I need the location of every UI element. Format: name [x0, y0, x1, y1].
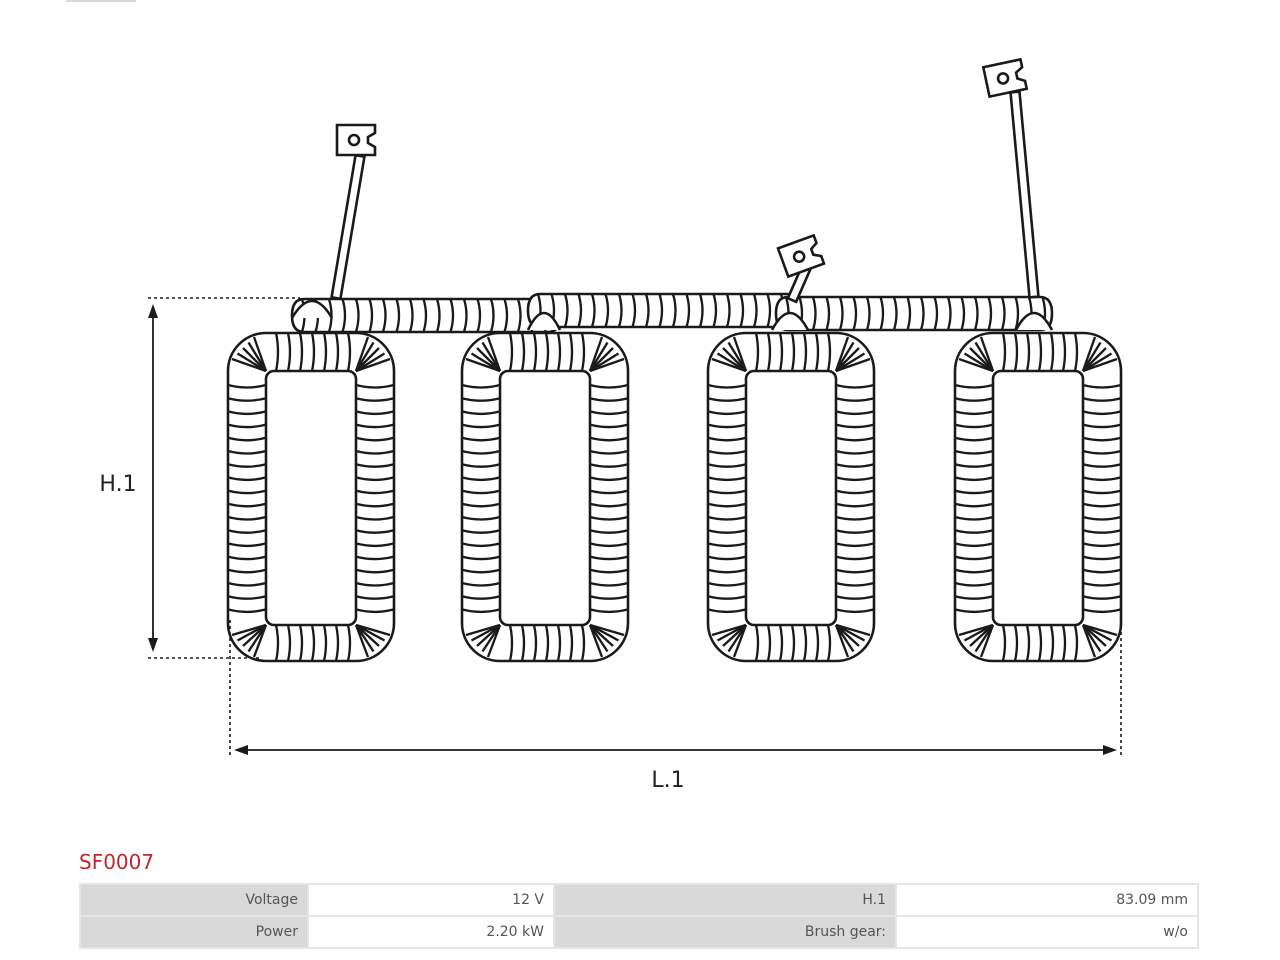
- coil-group: [226, 331, 1123, 663]
- field-coil-diagram: H.1 L.1: [99, 57, 1123, 793]
- terminal-lug-left: [335, 123, 377, 157]
- spec-label: Voltage: [81, 885, 307, 915]
- terminal-lead-right: [1009, 90, 1040, 299]
- dimension-lines: [148, 297, 1122, 755]
- height-arrow-bottom: [148, 638, 158, 652]
- top-divider: [66, 0, 136, 2]
- spec-label: H.1: [555, 885, 895, 915]
- spec-value: w/o: [897, 917, 1197, 947]
- spec-value: 12 V: [309, 885, 553, 915]
- specs-row: Power 2.20 kW Brush gear: w/o: [81, 917, 1197, 947]
- product-code: SF0007: [79, 850, 155, 874]
- field-coil: [953, 331, 1123, 663]
- specs-row: Voltage 12 V H.1 83.09 mm: [81, 885, 1197, 915]
- spec-value: 2.20 kW: [309, 917, 553, 947]
- terminal-lead-left: [330, 153, 366, 301]
- terminal-lug-right: [981, 57, 1029, 99]
- strap-bridge: [770, 311, 810, 331]
- terminal-leads: [330, 57, 1040, 304]
- length-arrow-left: [234, 745, 248, 755]
- spec-label: Brush gear:: [555, 917, 895, 947]
- spec-value: 83.09 mm: [897, 885, 1197, 915]
- length-arrow-right: [1103, 745, 1117, 755]
- length-dimension-label: L.1: [651, 768, 684, 793]
- height-dimension-label: H.1: [99, 472, 136, 497]
- field-coil: [226, 331, 396, 663]
- strap-segment: [290, 297, 562, 334]
- field-coil: [460, 331, 630, 663]
- strap-segment: [774, 295, 1054, 332]
- strap-segment: [526, 292, 802, 329]
- specs-table: Voltage 12 V H.1 83.09 mm Power 2.20 kW …: [79, 883, 1199, 949]
- strap-bridge: [526, 311, 562, 331]
- connecting-strap: [290, 292, 1054, 334]
- strap-bridge: [290, 299, 334, 319]
- field-coil: [706, 331, 876, 663]
- terminal-lug-middle: [776, 233, 826, 279]
- strap-bridge: [1014, 311, 1054, 331]
- spec-label: Power: [81, 917, 307, 947]
- height-arrow-top: [148, 304, 158, 318]
